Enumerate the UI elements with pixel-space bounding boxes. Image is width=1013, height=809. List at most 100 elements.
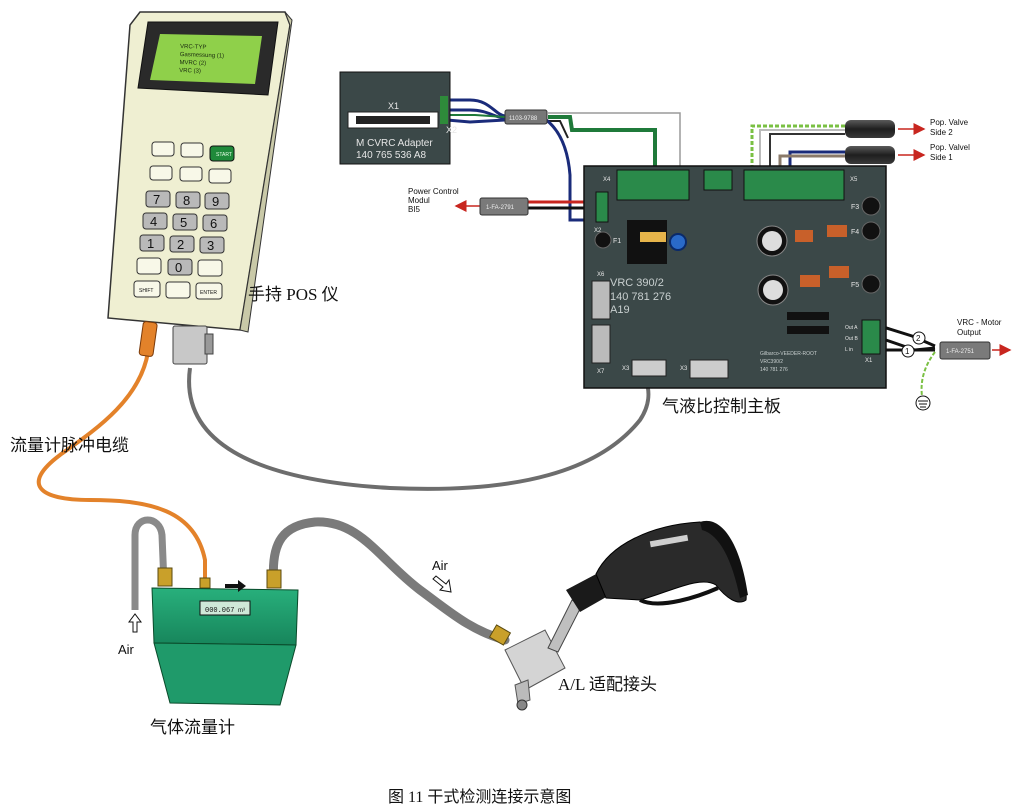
valve-side2: [845, 120, 895, 138]
blank-key[interactable]: [136, 257, 162, 275]
al-fitting: [488, 624, 512, 646]
adapter-cable-white: [548, 112, 681, 170]
valve-side2-line2: Side 2: [930, 128, 953, 137]
adapter-x2-label: X2: [446, 125, 457, 135]
fuse-f1: [594, 231, 612, 249]
x3b-connector: [689, 359, 729, 379]
nozzle-badge: [649, 534, 689, 548]
board-brand: Gilbarco-VEEDER-ROOT: [760, 351, 817, 357]
board-out-b: Out B: [845, 336, 858, 342]
blank-key[interactable]: [208, 168, 232, 184]
key-6-label: 6: [210, 216, 217, 231]
blank-key[interactable]: [165, 281, 191, 299]
motor-num-1: [901, 344, 915, 358]
fuse-f5: [861, 274, 881, 294]
key-0[interactable]: [167, 258, 193, 276]
enter-key[interactable]: [195, 282, 223, 300]
pulse-cable-label: 流量计脉冲电缆: [10, 436, 129, 455]
start-key[interactable]: [209, 145, 235, 162]
fuse-f4: [861, 221, 881, 241]
handheld-side: [239, 11, 293, 333]
key-8[interactable]: [175, 191, 201, 209]
key-5[interactable]: [172, 213, 198, 231]
key-2[interactable]: [169, 235, 195, 253]
key-7-label: 7: [153, 192, 160, 207]
key-5-label: 5: [180, 215, 187, 230]
valve-side2-line1: Pop. Valve: [930, 118, 969, 127]
key-3-label: 3: [207, 238, 214, 253]
x6-connector: [591, 280, 611, 320]
power-label-3: BI5: [408, 205, 421, 214]
blank-key[interactable]: [197, 259, 223, 277]
meter-label: 气体流量计: [150, 718, 235, 737]
board-pot: [669, 233, 687, 251]
valve-cable-side2: [750, 124, 845, 178]
key-7[interactable]: [145, 190, 171, 208]
lcd-line-2: Gasmessung (1): [180, 52, 225, 60]
grey-connector-screw: [204, 333, 214, 355]
lcd-line-3: MVRC (2): [179, 60, 206, 67]
valve-side1: [845, 146, 895, 164]
grey-connector: [172, 325, 208, 365]
fuel-nozzle: [547, 520, 748, 653]
lcd-line-1: VRC-TYP: [180, 44, 207, 51]
key-9-label: 9: [212, 194, 219, 209]
figure-caption: 图 11 干式检测连接示意图: [388, 787, 571, 806]
nozzle-body: [595, 521, 747, 603]
key-3[interactable]: [199, 236, 225, 254]
power-label-2: Modul: [408, 196, 430, 205]
blank-key[interactable]: [149, 165, 173, 181]
adapter-name: M CVRC Adapter: [356, 138, 433, 149]
fuse-f3: [861, 196, 881, 216]
board-f5-label: F5: [851, 282, 859, 289]
meter-bottom: [153, 642, 297, 706]
board-x3a-label: X3: [622, 366, 630, 372]
shift-key[interactable]: [133, 280, 161, 298]
board-f4-label: F4: [851, 229, 859, 236]
x1-terminal: [861, 319, 881, 355]
board-chip-label: [640, 232, 666, 242]
air-left-label: Air: [118, 642, 135, 657]
start-key-label: START: [216, 152, 232, 158]
nozzle-collar: [566, 572, 608, 612]
blank-key[interactable]: [179, 166, 203, 182]
motor-label-1: VRC - Motor: [957, 318, 1002, 327]
meter-fitting-left: [157, 567, 173, 587]
adapter-x2-green: [447, 114, 506, 118]
meter-fitting-right: [266, 569, 282, 589]
key-0-label: 0: [175, 260, 182, 275]
flow-arrow-black: [225, 580, 246, 592]
key-9[interactable]: [204, 192, 230, 210]
board-block-1: [787, 312, 829, 320]
motor-num-2-text: 2: [916, 334, 921, 343]
air-flow-arrow: [432, 575, 452, 593]
key-6[interactable]: [202, 214, 228, 232]
meter-display-frame: [199, 600, 251, 616]
adapter-cable-blue: [544, 117, 598, 222]
blank-key[interactable]: [151, 141, 175, 157]
board-f3-label: F3: [851, 204, 859, 211]
motor-num-2: [912, 331, 926, 345]
orange-connector: [138, 321, 158, 357]
adapter-header-pins: [356, 116, 430, 124]
adapter-x2-connector: [440, 96, 448, 124]
valve-cable-side2-b: [769, 133, 845, 178]
key-8-label: 8: [183, 193, 190, 208]
relay-1: [795, 230, 813, 242]
board-lin: L in: [845, 347, 853, 353]
handheld-label: 手持 POS 仪: [248, 285, 339, 304]
handheld-lcd: [150, 34, 262, 84]
power-label-1: Power Control: [408, 187, 459, 196]
power-tag-text: 1-FA-2791: [486, 205, 515, 211]
board-cable: [187, 367, 651, 491]
nozzle-trigger: [639, 586, 719, 606]
adapter-cable-green: [548, 115, 657, 170]
key-4[interactable]: [142, 212, 168, 230]
blank-key[interactable]: [180, 142, 204, 158]
board-small-part: 140 781 276: [760, 367, 788, 373]
key-1[interactable]: [139, 234, 165, 252]
meter-display: 000.067: [205, 607, 234, 615]
board-x6-label: X6: [597, 272, 605, 278]
relay-3: [800, 275, 820, 287]
